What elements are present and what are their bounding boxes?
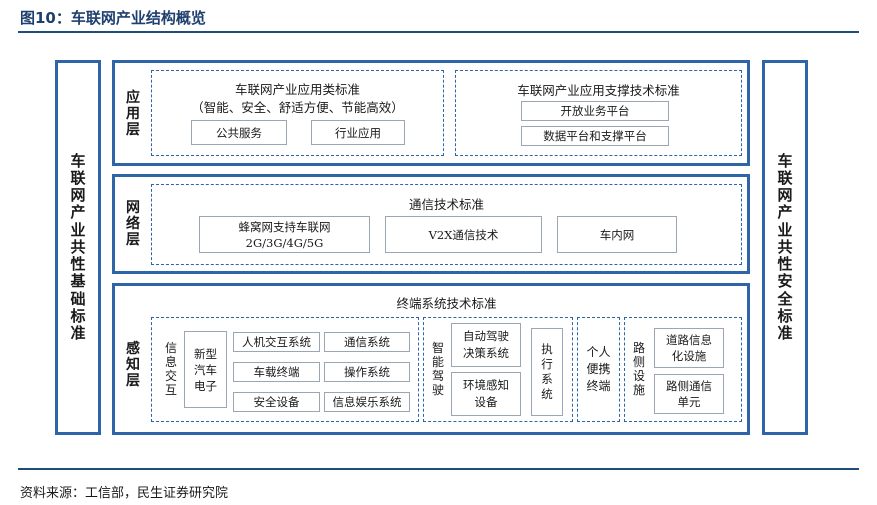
road-info-box: 道路信息化设施 bbox=[654, 328, 724, 368]
safety-device-box: 安全设备 bbox=[233, 392, 320, 412]
comm-standards-title: 通信技术标准 bbox=[408, 197, 484, 212]
right-sidebar-label: 车联网产业共性安全标准 bbox=[777, 151, 793, 343]
actuator-text: 执行系统 bbox=[541, 342, 553, 401]
roadside-label: 路侧设施 bbox=[632, 341, 645, 397]
portable-terminal-wrap: 个人便携终端 bbox=[577, 317, 620, 422]
left-sidebar-label: 车联网产业共性基础标准 bbox=[70, 151, 86, 343]
in-vehicle-network-box: 车内网 bbox=[557, 216, 677, 253]
roadside-unit-text: 路侧通信单元 bbox=[666, 379, 712, 409]
os-box: 操作系统 bbox=[324, 362, 410, 382]
actuator-box: 执行系统 bbox=[531, 328, 563, 416]
roadside-unit-box: 路侧通信单元 bbox=[654, 374, 724, 414]
data-platform-box: 数据平台和支撑平台 bbox=[521, 126, 669, 146]
v2x-box: V2X通信技术 bbox=[385, 216, 542, 253]
infotainment-box: 信息娱乐系统 bbox=[324, 392, 410, 412]
perception-layer-label: 感知层 bbox=[126, 340, 140, 390]
right-sidebar-box: 车联网产业共性安全标准 bbox=[762, 60, 808, 435]
cellular-line1: 蜂窝网支持车联网 bbox=[238, 219, 331, 234]
comm-system-box: 通信系统 bbox=[324, 332, 410, 352]
open-platform-box: 开放业务平台 bbox=[521, 101, 669, 121]
env-perception-box: 环境感知设备 bbox=[451, 372, 521, 416]
info-interaction-label: 信息交互 bbox=[164, 341, 177, 397]
new-vehicle-electronics-text: 新型汽车电子 bbox=[194, 346, 217, 393]
app-standards-subtitle: （智能、安全、舒适方便、节能高效） bbox=[191, 100, 404, 115]
left-sidebar-box: 车联网产业共性基础标准 bbox=[55, 60, 101, 435]
autonomous-decision-text: 自动驾驶决策系统 bbox=[463, 329, 509, 360]
smart-driving-label: 智能驾驶 bbox=[431, 341, 444, 397]
terminal-standards-title: 终端系统技术标准 bbox=[396, 296, 497, 311]
portable-terminal-group bbox=[577, 317, 620, 422]
network-layer-label: 网络层 bbox=[126, 199, 140, 249]
public-service-box: 公共服务 bbox=[191, 120, 287, 145]
vehicle-terminal-box: 车载终端 bbox=[233, 362, 320, 382]
hmi-system-box: 人机交互系统 bbox=[233, 332, 320, 352]
road-info-text: 道路信息化设施 bbox=[666, 333, 712, 363]
bottom-rule bbox=[18, 468, 859, 470]
portable-terminal-label: 个人便携终端 bbox=[586, 345, 611, 393]
top-rule bbox=[18, 31, 859, 33]
figure-source: 资料来源：工信部，民生证券研究院 bbox=[20, 486, 229, 501]
figure-title: 图10：车联网产业结构概览 bbox=[20, 9, 206, 27]
application-layer-label: 应用层 bbox=[126, 89, 140, 139]
env-perception-text: 环境感知设备 bbox=[463, 378, 509, 409]
autonomous-decision-box: 自动驾驶决策系统 bbox=[451, 323, 521, 367]
support-standards-title: 车联网产业应用支撑技术标准 bbox=[517, 83, 680, 98]
new-vehicle-electronics-box: 新型汽车电子 bbox=[184, 331, 227, 408]
cellular-line2: 2G/3G/4G/5G bbox=[245, 235, 324, 250]
app-standards-title: 车联网产业应用类标准 bbox=[234, 82, 360, 97]
industry-app-box: 行业应用 bbox=[311, 120, 405, 145]
cellular-box: 蜂窝网支持车联网 2G/3G/4G/5G bbox=[199, 216, 370, 253]
